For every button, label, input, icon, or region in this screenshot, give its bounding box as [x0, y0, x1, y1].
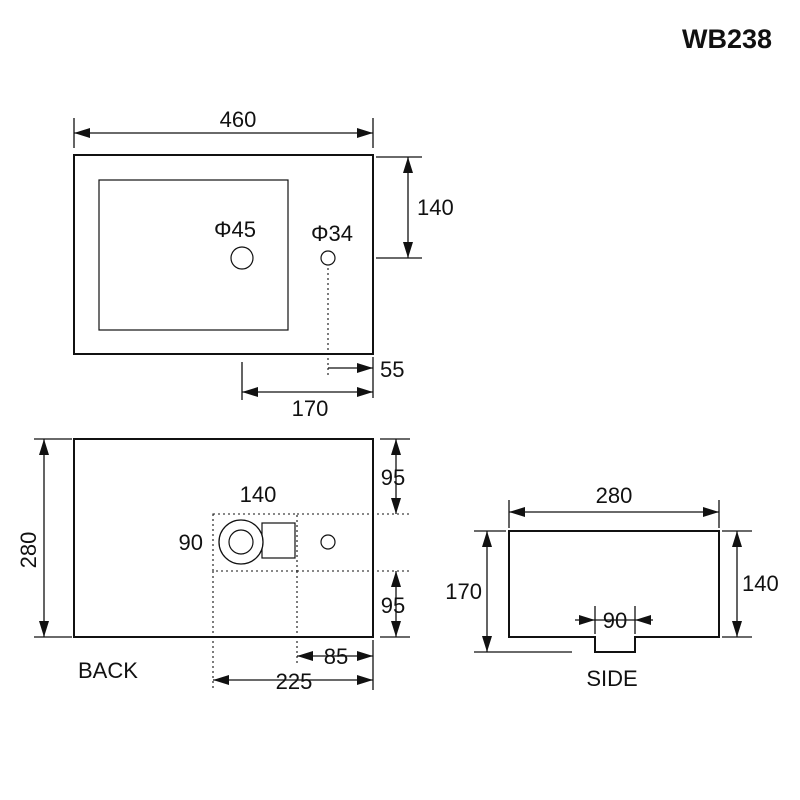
back-view-outline — [73, 438, 374, 638]
back-tap-hole — [320, 534, 336, 550]
drain-hole-label: Φ45 — [214, 217, 256, 242]
arrow-up — [482, 531, 492, 547]
right-offset-label: 85 — [324, 644, 348, 669]
arrow-down — [403, 242, 413, 258]
arrow-left — [242, 387, 258, 397]
basin-bowl-outline — [98, 179, 289, 331]
side-body-height-label: 140 — [742, 571, 779, 596]
arrow-up — [732, 531, 742, 547]
top-depth-label: 140 — [417, 195, 454, 220]
top-view: Φ45 Φ34 460 140 55 170 — [73, 107, 454, 421]
side-view-outline — [508, 530, 720, 653]
model-title: WB238 — [682, 24, 772, 54]
arrow-left — [74, 128, 90, 138]
notch-width-label: 90 — [603, 608, 627, 633]
arrow-left — [509, 507, 525, 517]
arrow-left — [213, 675, 229, 685]
drain-hole — [230, 246, 254, 270]
back-view-label: BACK — [78, 658, 138, 683]
side-view-label: SIDE — [586, 666, 637, 691]
side-total-height-label: 170 — [445, 579, 482, 604]
arrow-down — [482, 636, 492, 652]
back-view: 280 140 90 95 95 85 — [16, 438, 410, 694]
drain-offset-label: 170 — [292, 396, 329, 421]
outlet-inner-ring — [228, 529, 254, 555]
arrow-up — [39, 439, 49, 455]
arrow-right — [357, 675, 373, 685]
tap-hole-label: Φ34 — [311, 221, 353, 246]
top-view-outline — [73, 154, 374, 355]
arrow-right — [357, 651, 373, 661]
tap-offset-label: 55 — [380, 357, 404, 382]
outlet-outer-ring — [218, 519, 264, 565]
arrow-down — [391, 621, 401, 637]
outlet-offset-label: 225 — [276, 669, 313, 694]
arrow-right — [357, 387, 373, 397]
tap-hole — [320, 250, 336, 266]
arrow-right — [357, 128, 373, 138]
arrow-up — [391, 571, 401, 587]
lower-gap-label: 95 — [381, 593, 405, 618]
arrow-right — [357, 363, 373, 373]
arrow-down — [391, 498, 401, 514]
outlet-width-label: 140 — [240, 482, 277, 507]
arrow-up — [391, 439, 401, 455]
upper-gap-label: 95 — [381, 465, 405, 490]
top-width-label: 460 — [220, 107, 257, 132]
outlet-bounding-box — [212, 513, 298, 572]
arrow-left — [635, 615, 651, 625]
outlet-trap-body — [261, 522, 296, 559]
arrow-right — [703, 507, 719, 517]
outlet-height-label: 90 — [179, 530, 203, 555]
arrow-up — [403, 157, 413, 173]
back-height-label: 280 — [16, 532, 41, 569]
arrow-left — [297, 651, 313, 661]
arrow-down — [732, 621, 742, 637]
side-view: 280 170 140 90 SIDE — [445, 483, 778, 691]
arrow-right — [579, 615, 595, 625]
arrow-down — [39, 621, 49, 637]
side-width-label: 280 — [596, 483, 633, 508]
